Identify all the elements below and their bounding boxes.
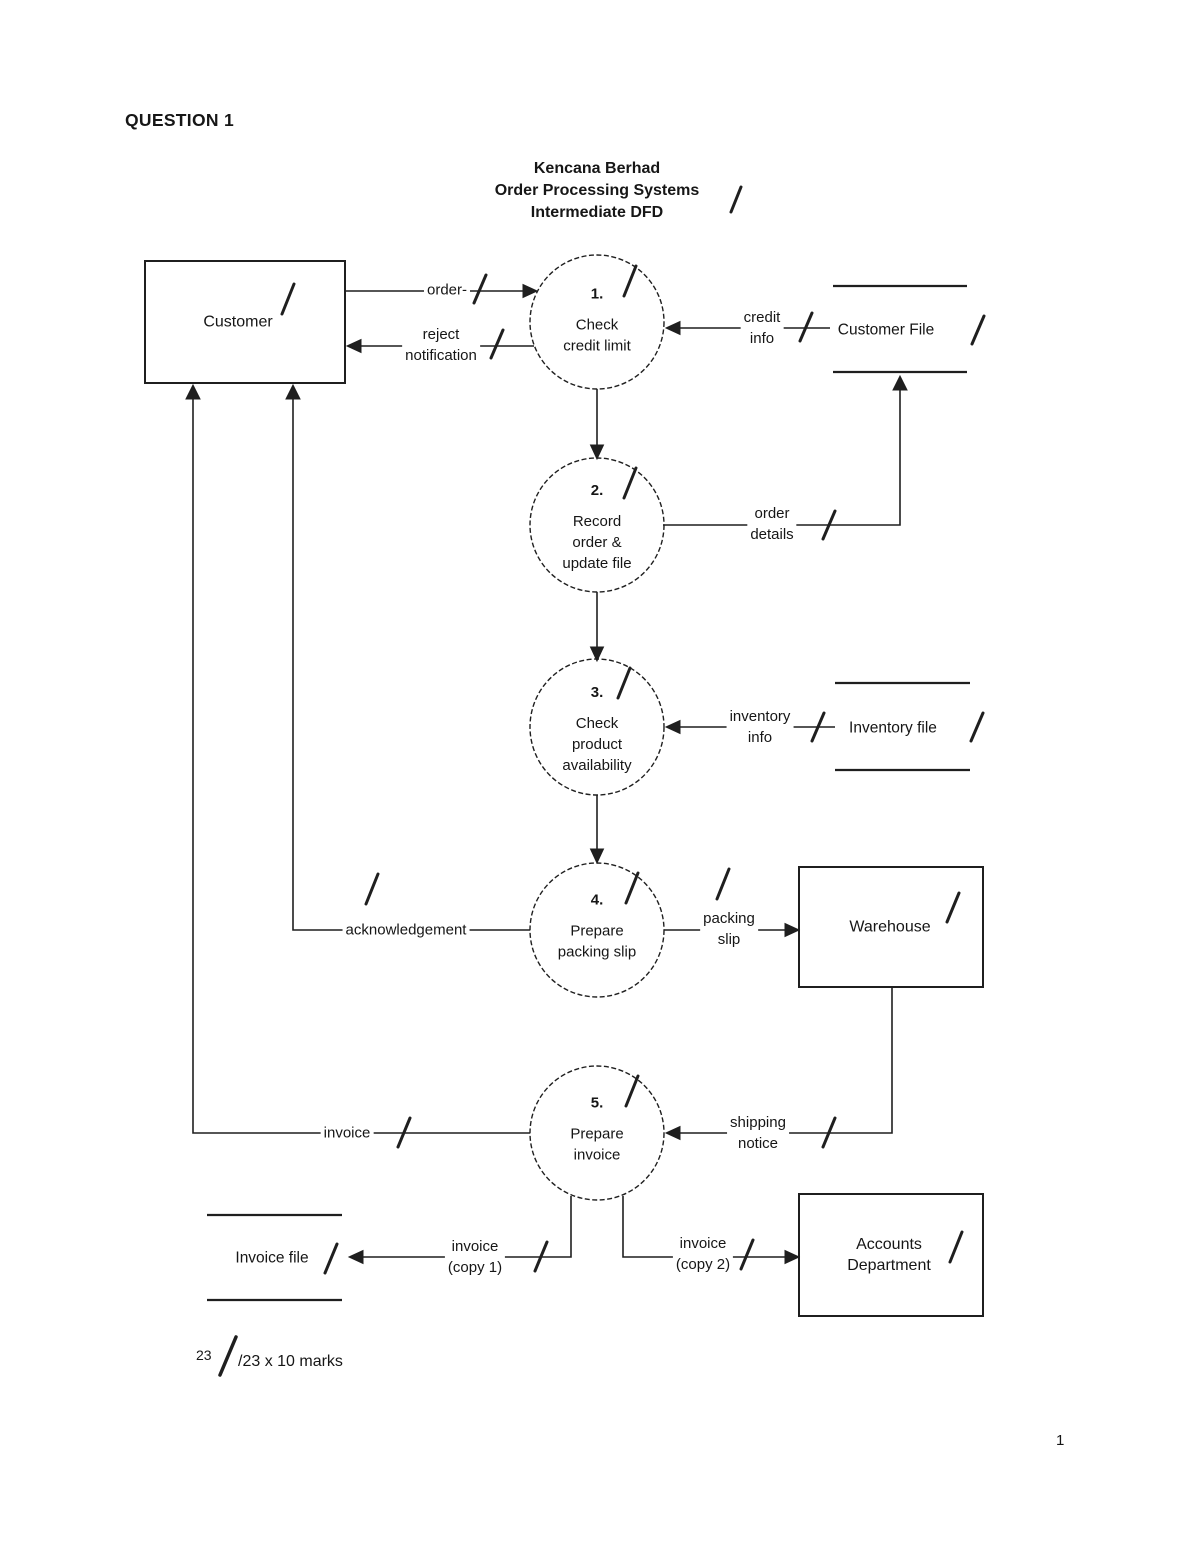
process-5-label: 5. Prepare invoice bbox=[570, 1094, 624, 1164]
tick-mark-acknowledgement bbox=[364, 872, 380, 906]
tick-mark-invoice-copy1 bbox=[533, 1240, 549, 1273]
diagram-title-line1: Kencana Berhad bbox=[533, 160, 661, 177]
flow-order-label: order- bbox=[423, 279, 471, 301]
tick-mark-shipping-notice bbox=[821, 1116, 837, 1149]
tick-mark-order bbox=[472, 273, 488, 305]
tick-mark-title bbox=[729, 185, 743, 214]
tick-mark-invoice-file bbox=[323, 1242, 339, 1275]
arrowhead bbox=[784, 1249, 801, 1265]
diagram-title-line3: Intermediate DFD bbox=[530, 204, 664, 221]
tick-mark-accounts-department bbox=[948, 1230, 964, 1264]
arrowhead bbox=[345, 338, 362, 354]
warehouse-entity-label: Warehouse bbox=[849, 918, 931, 936]
customer-entity-label: Customer bbox=[203, 313, 273, 331]
tick-mark-order-details bbox=[821, 509, 837, 541]
tick-mark-inventory-file bbox=[969, 711, 985, 743]
diagram-title-line2: Order Processing Systems bbox=[494, 182, 700, 199]
arrowhead bbox=[664, 1125, 681, 1141]
inventory-file-store-label: Inventory file bbox=[849, 719, 937, 737]
arrowhead bbox=[589, 848, 605, 865]
arrowhead bbox=[664, 719, 681, 735]
tick-mark-packing-slip bbox=[715, 867, 731, 901]
diagram-title: Kencana Berhad Order Processing Systems … bbox=[495, 158, 700, 224]
tick-mark-inventory-info bbox=[810, 711, 826, 743]
flow-reject-notification-label: reject notification bbox=[402, 324, 480, 366]
process-1-label: 1. Check credit limit bbox=[563, 285, 631, 355]
arrowhead bbox=[664, 320, 681, 336]
tick-mark-invoice bbox=[396, 1116, 412, 1149]
score-total: 23 bbox=[196, 1347, 212, 1363]
arrowhead bbox=[185, 383, 201, 400]
tick-mark-reject bbox=[489, 328, 505, 360]
flow-invoice-label: invoice bbox=[320, 1122, 374, 1144]
process-4-label: 4. Prepare packing slip bbox=[557, 891, 637, 961]
accounts-department-entity-label: Accounts Department bbox=[847, 1236, 931, 1274]
process-3-label: 3. Check product availability bbox=[562, 684, 632, 774]
flow-order-details-label: order details bbox=[747, 503, 797, 545]
flow-acknowledgement-line bbox=[292, 399, 530, 931]
arrowhead bbox=[589, 646, 605, 663]
flow-credit-info-label: credit info bbox=[740, 307, 784, 349]
tick-mark-warehouse bbox=[945, 891, 961, 924]
arrowhead bbox=[784, 922, 801, 938]
arrowhead bbox=[347, 1249, 364, 1265]
tick-mark-customer bbox=[280, 282, 296, 316]
tick-mark-customer-file bbox=[970, 314, 986, 346]
flow-invoice-copy2-label: invoice (copy 2) bbox=[672, 1233, 734, 1275]
process-2-label: 2. Record order & update file bbox=[562, 482, 632, 572]
tick-mark-total-score bbox=[218, 1335, 238, 1377]
arrowhead bbox=[589, 444, 605, 461]
arrowhead bbox=[285, 383, 301, 400]
tick-mark-invoice-copy2 bbox=[739, 1238, 755, 1271]
tick-mark-credit-info bbox=[798, 311, 814, 343]
flow-inventory-info-label: inventory info bbox=[726, 706, 794, 748]
flow-invoice-line bbox=[192, 399, 530, 1134]
marks-formula: /23 x 10 marks bbox=[238, 1353, 343, 1370]
invoice-file-store-label: Invoice file bbox=[235, 1249, 309, 1267]
question-heading: QUESTION 1 bbox=[125, 110, 234, 130]
flow-invoice-copy1-label: invoice (copy 1) bbox=[444, 1236, 506, 1278]
customer-file-store-label: Customer File bbox=[837, 321, 935, 339]
flow-acknowledgement-label: acknowledgement bbox=[342, 919, 470, 941]
flow-shipping-notice-label: shipping notice bbox=[727, 1112, 789, 1154]
flow-packing-slip-label: packing slip bbox=[700, 908, 758, 950]
page-number: 1 bbox=[1056, 1432, 1065, 1449]
arrowhead bbox=[892, 374, 908, 391]
